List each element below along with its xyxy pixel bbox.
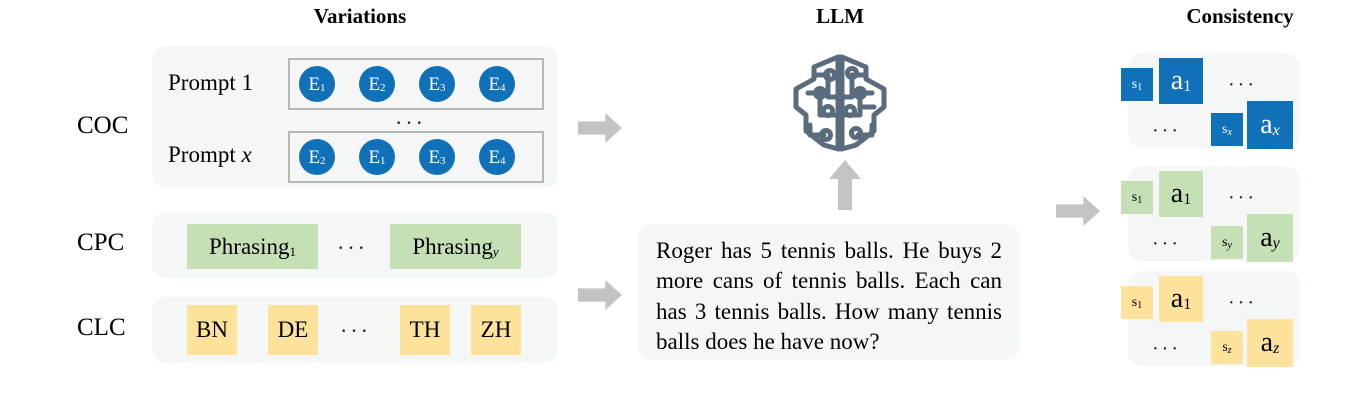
consistency-ellipsis: ···	[1152, 338, 1181, 360]
language-chip[interactable]: ZH	[471, 305, 521, 355]
language-chip[interactable]: BN	[187, 305, 237, 355]
prompt-text: Roger has 5 tennis balls. He buys 2 more…	[656, 238, 1002, 355]
row-label-clc: CLC	[77, 314, 126, 341]
consistency-ellipsis: ···	[1228, 74, 1257, 96]
prompt-first-label: Prompt 1	[168, 70, 253, 95]
row-label-cpc: CPC	[77, 229, 125, 256]
prompt-last-label: Prompt x	[168, 142, 252, 168]
prompt-text-box: Roger has 5 tennis balls. He buys 2 more…	[638, 224, 1020, 360]
column-header-llm: LLM	[816, 4, 864, 28]
arrow-up-icon-prompt-to-llm	[829, 160, 861, 210]
prompt-last-label-var: x	[241, 142, 252, 167]
column-header-consistency: Consistency	[1186, 4, 1294, 28]
coc-ellipsis: ···	[395, 110, 426, 135]
column-header-variations: Variations	[313, 4, 407, 28]
brain-circuit-icon	[780, 45, 900, 160]
row-label-coc: COC	[77, 112, 129, 139]
arrow-right-icon-variations-to-prompt	[578, 280, 622, 310]
consistency-ellipsis: ···	[1228, 292, 1257, 314]
cpc-ellipsis: ···	[337, 235, 368, 260]
consistency-ellipsis: ···	[1152, 233, 1181, 255]
prompt-last-label-prefix: Prompt	[168, 142, 242, 167]
clc-ellipsis: ···	[340, 318, 371, 343]
language-chip[interactable]: TH	[400, 305, 450, 355]
consistency-ellipsis: ···	[1228, 187, 1257, 209]
language-chip[interactable]: DE	[268, 305, 318, 355]
arrow-right-icon-coc-to-llm	[578, 113, 622, 143]
consistency-ellipsis: ···	[1152, 120, 1181, 142]
arrow-right-icon-llm-to-consistency	[1056, 196, 1100, 226]
